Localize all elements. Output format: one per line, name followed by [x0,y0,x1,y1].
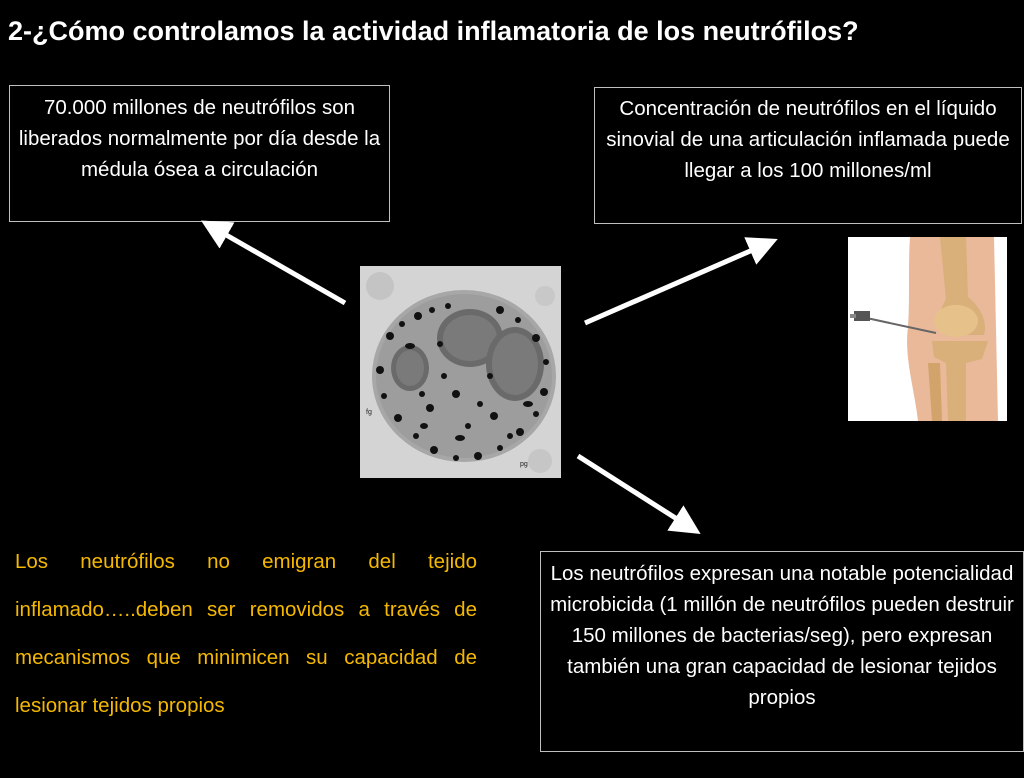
arrow-to-top-right [584,237,778,326]
arrow-to-bottom-right [576,453,701,535]
micrograph-label-fg: fg [366,409,372,416]
neutrophil-release-box: 70.000 millones de neutrófilos son liber… [9,85,390,222]
removal-statement: Los neutrófilos no emigran del tejido in… [15,550,477,717]
micrograph-label-pg: pg [520,461,528,468]
knee-joint-illustration [848,237,1007,421]
microbicidal-capacity-box: Los neutrófilos expresan una notable pot… [540,551,1024,752]
neutrophil-micrograph: fg pg [360,266,561,478]
synovial-concentration-box: Concentración de neutrófilos en el líqui… [594,87,1022,224]
arrow-to-top-left [200,220,347,306]
slide-title: 2-¿Cómo controlamos la actividad inflama… [8,16,859,46]
